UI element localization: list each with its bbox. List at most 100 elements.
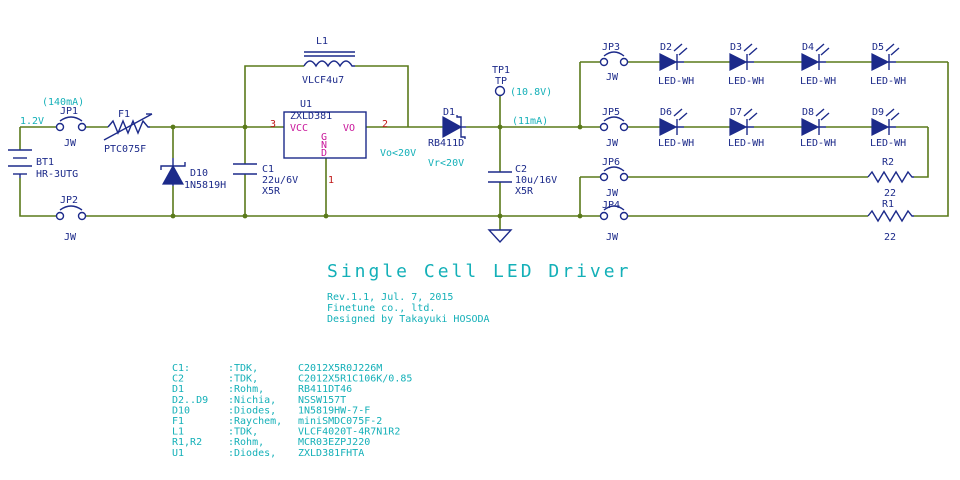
bom-row-mfr: :Rohm, [228, 384, 264, 395]
u1-pin-3: 3 [270, 119, 276, 130]
bom-row-mfr: :TDK, [228, 427, 258, 438]
l1-ref: L1 [316, 36, 328, 47]
jumper-jp4: JP4 JW [599, 200, 629, 243]
jumper-jp6: JP6 JW [599, 157, 629, 199]
led-d8: D8 LED-WH [800, 107, 836, 149]
resistor-r1: R1 22 [867, 199, 914, 243]
resistor-r2: R2 22 [867, 157, 914, 199]
u1-pin-vo: VO [343, 123, 355, 134]
led-d6: D6 LED-WH [658, 107, 694, 149]
jumper-jp1: JP1 JW [55, 106, 87, 149]
note-input-current: (140mA) [42, 97, 84, 108]
bom-row-ref: U1 [172, 448, 184, 459]
inductor-l1: L1 VLCF4u7 [302, 36, 355, 86]
u1-pin-2: 2 [382, 119, 388, 130]
note-vo: Vo<20V [380, 148, 416, 159]
r1-value: 22 [884, 232, 896, 243]
ic-u1: U1 ZXLD381 VCC VO G N D 3 2 1 [270, 99, 388, 186]
ground-symbol [487, 229, 513, 244]
bom-row-part: NSSW157T [298, 395, 346, 406]
bom-row-part: C2012X5R1C106K/0.85 [298, 374, 412, 385]
jp3-ref: JP3 [602, 42, 620, 53]
d6-value: LED-WH [658, 138, 694, 149]
tp1-ref: TP1 [492, 65, 510, 76]
u1-ref: U1 [300, 99, 312, 110]
bom-row-part: C2012X5R0J226M [298, 363, 382, 374]
led-d4: D4 LED-WH [800, 42, 836, 87]
r1-ref: R1 [882, 199, 894, 210]
jp4-value: JW [606, 232, 619, 243]
d2-value: LED-WH [658, 76, 694, 87]
bom-row-part: VLCF4020T-4R7N1R2 [298, 427, 400, 438]
testpoint-tp1: TP1 TP [492, 65, 510, 97]
c1-dielectric: X5R [262, 186, 281, 197]
u1-pin-1: 1 [328, 175, 334, 186]
bom-row-mfr: :TDK, [228, 374, 258, 385]
u1-pin-vcc: VCC [290, 123, 308, 134]
d9-ref: D9 [872, 107, 884, 118]
jp5-value: JW [606, 138, 619, 149]
d8-ref: D8 [802, 107, 814, 118]
bom-row-ref: C1: [172, 363, 190, 374]
info-line-2: Designed by Takayuki HOSODA [327, 314, 490, 325]
d1-ref: D1 [443, 107, 455, 118]
d4-value: LED-WH [800, 76, 836, 87]
info-line-0: Rev.1.1, Jul. 7, 2015 [327, 292, 453, 303]
u1-pin-n: N [321, 140, 327, 151]
c2-ref: C2 [515, 164, 527, 175]
jp2-ref: JP2 [60, 195, 78, 206]
bom-row-mfr: :Diodes, [228, 405, 276, 416]
d3-ref: D3 [730, 42, 742, 53]
note-led-current: (11mA) [512, 116, 548, 127]
capacitor-c2: C2 10u/16V X5R [488, 164, 557, 197]
u1-pin-d: D [321, 148, 327, 159]
jp6-value: JW [606, 188, 619, 199]
bom-row-mfr: :TDK, [228, 363, 258, 374]
jp4-ref: JP4 [602, 200, 620, 211]
r2-value: 22 [884, 188, 896, 199]
d4-ref: D4 [802, 42, 814, 53]
bt1-value: HR-3UTG [36, 169, 78, 180]
d1-value: RB411D [428, 138, 464, 149]
jumper-jp2: JP2 JW [55, 195, 87, 243]
led-d9: D9 LED-WH [870, 107, 906, 149]
bom-row-ref: R1,R2 [172, 437, 202, 448]
led-d2: D2 LED-WH [658, 42, 694, 87]
bom-row-ref: C2 [172, 374, 184, 385]
bt1-ref: BT1 [36, 157, 54, 168]
u1-pin-g: G [321, 132, 327, 143]
d2-ref: D2 [660, 42, 672, 53]
battery-bt1: BT1 HR-3UTG [8, 149, 78, 180]
d7-value: LED-WH [728, 138, 764, 149]
d7-ref: D7 [730, 107, 742, 118]
note-vr: Vr<20V [428, 158, 464, 169]
bom-row-mfr: :Nichia, [228, 395, 276, 406]
f1-ref: F1 [118, 109, 130, 120]
bom-row-part: miniSMDC075F-2 [298, 416, 382, 427]
jp2-value: JW [64, 232, 77, 243]
note-input-voltage: 1.2V [20, 116, 44, 127]
bom-row-part: 1N5819HW-7-F [298, 405, 370, 416]
bom-row-ref: L1 [172, 427, 184, 438]
c2-value: 10u/16V [515, 175, 557, 186]
bom-row-mfr: :Rohm, [228, 437, 264, 448]
led-d3: D3 LED-WH [728, 42, 764, 87]
c1-ref: C1 [262, 164, 274, 175]
jp3-value: JW [606, 72, 619, 83]
d3-value: LED-WH [728, 76, 764, 87]
junction-dots [170, 124, 583, 219]
led-d7: D7 LED-WH [728, 107, 764, 149]
bom-row-part: MCR03EZPJ220 [298, 437, 370, 448]
bom-row-mfr: :Diodes, [228, 448, 276, 459]
c2-dielectric: X5R [515, 186, 534, 197]
jp6-ref: JP6 [602, 157, 620, 168]
d5-value: LED-WH [870, 76, 906, 87]
jp1-value: JW [64, 138, 77, 149]
d9-value: LED-WH [870, 138, 906, 149]
l1-value: VLCF4u7 [302, 75, 344, 86]
d10-ref: D10 [190, 168, 208, 179]
led-d5: D5 LED-WH [870, 42, 906, 87]
bom-row-ref: D1 [172, 384, 184, 395]
bom-row-ref: F1 [172, 416, 184, 427]
